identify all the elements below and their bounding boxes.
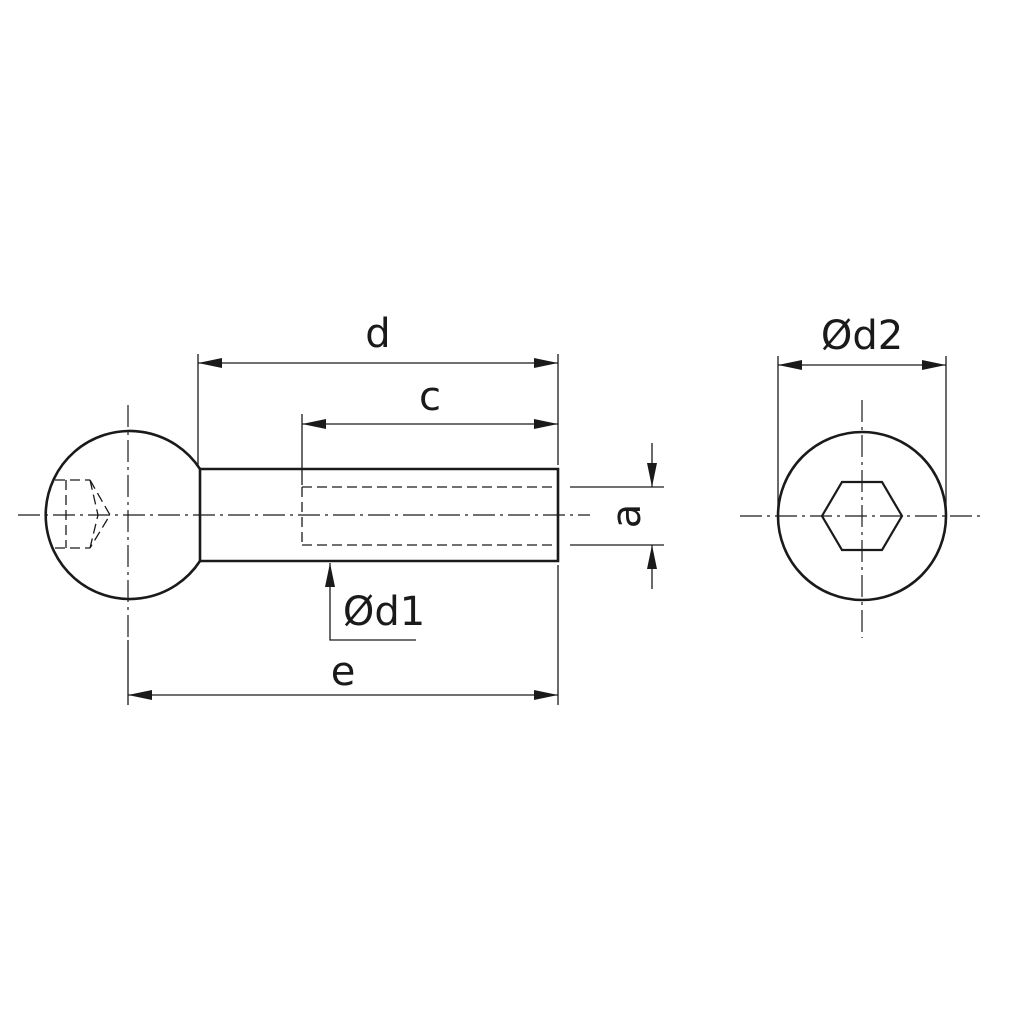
dimension-d: d [197,311,559,465]
dimension-e: e [127,565,559,705]
dimension-label-a: a [604,504,650,529]
thread-bore-hidden-lines [301,486,558,546]
dimension-label-c: c [419,374,441,420]
dimension-label-d: d [365,311,390,357]
dimension-d1: Ød1 [325,563,425,641]
dimension-label-e: e [331,649,356,695]
side-view [18,405,590,640]
dimension-label-d2: Ød2 [821,313,903,359]
dimension-d2: Ød2 [777,313,947,516]
dimension-label-d1: Ød1 [343,589,425,635]
end-view [740,400,985,638]
dimension-c: c [301,374,558,485]
shank-outline [198,467,560,563]
dimension-a: a [570,443,664,589]
